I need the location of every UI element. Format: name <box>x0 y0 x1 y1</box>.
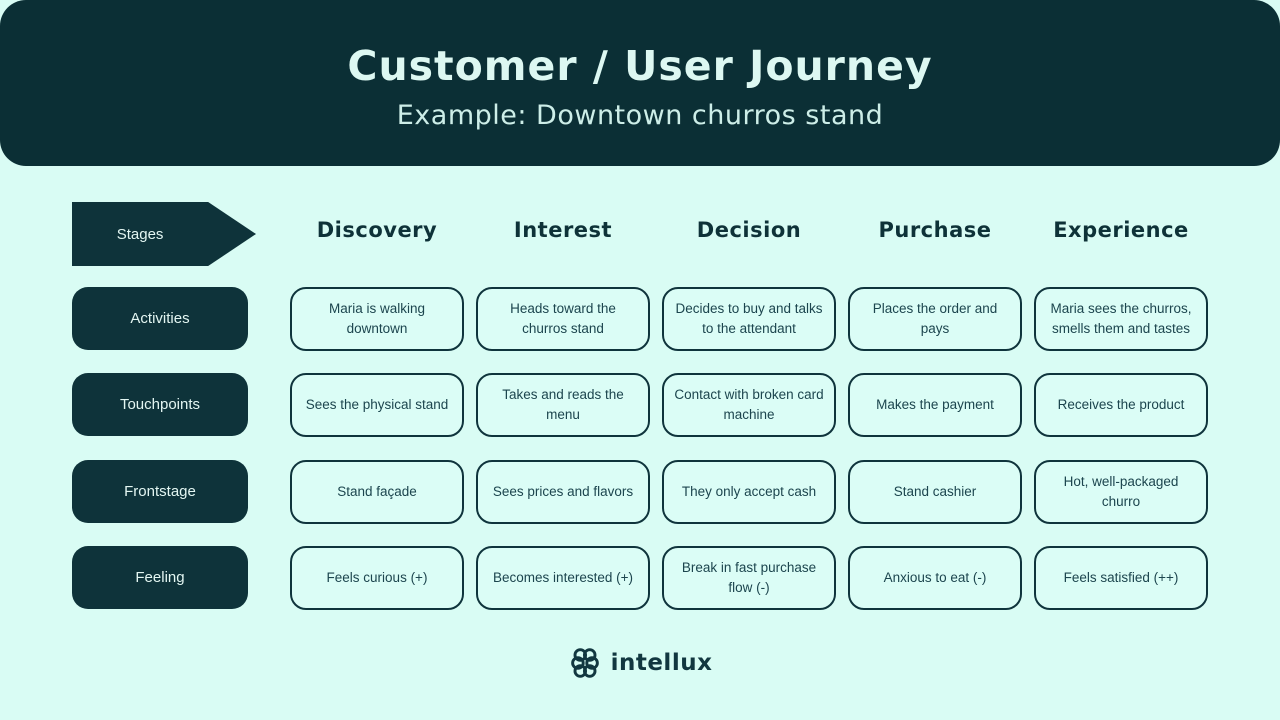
journey-cell-touchpoints-experience: Receives the product <box>1034 373 1208 437</box>
journey-cell-frontstage-purchase: Stand cashier <box>848 460 1022 524</box>
journey-cell-frontstage-experience: Hot, well-packaged churro <box>1034 460 1208 524</box>
brand-bar: intellux <box>0 646 1280 680</box>
journey-cell-feeling-experience: Feels satisfied (++) <box>1034 546 1208 610</box>
row-label-feeling: Feeling <box>72 546 248 609</box>
page-title: Customer / User Journey <box>347 41 933 90</box>
journey-cell-touchpoints-interest: Takes and reads the menu <box>476 373 650 437</box>
journey-cell-feeling-interest: Becomes interested (+) <box>476 546 650 610</box>
journey-cell-frontstage-discovery: Stand façade <box>290 460 464 524</box>
page-subtitle: Example: Downtown churros stand <box>396 99 884 131</box>
journey-cell-feeling-discovery: Feels curious (+) <box>290 546 464 610</box>
stages-label-text: Stages <box>116 225 164 243</box>
intellux-logo-icon <box>568 646 602 680</box>
journey-cell-activities-interest: Heads toward the churros stand <box>476 287 650 351</box>
stages-arrow-label: Stages <box>72 202 256 266</box>
journey-cell-touchpoints-discovery: Sees the physical stand <box>290 373 464 437</box>
row-label-activities: Activities <box>72 287 248 350</box>
journey-cell-feeling-decision: Break in fast purchase flow (-) <box>662 546 836 610</box>
journey-cell-activities-experience: Maria sees the churros, smells them and … <box>1034 287 1208 351</box>
journey-cell-activities-purchase: Places the order and pays <box>848 287 1022 351</box>
column-header-experience: Experience <box>1053 218 1189 242</box>
journey-cell-activities-decision: Decides to buy and talks to the attendan… <box>662 287 836 351</box>
column-header-interest: Interest <box>513 218 613 242</box>
column-header-purchase: Purchase <box>878 218 992 242</box>
journey-cell-touchpoints-purchase: Makes the payment <box>848 373 1022 437</box>
column-header-discovery: Discovery <box>316 218 438 242</box>
column-header-decision: Decision <box>696 218 802 242</box>
journey-cell-frontstage-interest: Sees prices and flavors <box>476 460 650 524</box>
journey-cell-activities-discovery: Maria is walking downtown <box>290 287 464 351</box>
brand-name: intellux <box>610 650 713 676</box>
header-banner: Customer / User Journey Example: Downtow… <box>0 0 1280 166</box>
journey-cell-touchpoints-decision: Contact with broken card machine <box>662 373 836 437</box>
journey-cell-frontstage-decision: They only accept cash <box>662 460 836 524</box>
row-label-touchpoints: Touchpoints <box>72 373 248 436</box>
journey-cell-feeling-purchase: Anxious to eat (-) <box>848 546 1022 610</box>
row-label-frontstage: Frontstage <box>72 460 248 523</box>
